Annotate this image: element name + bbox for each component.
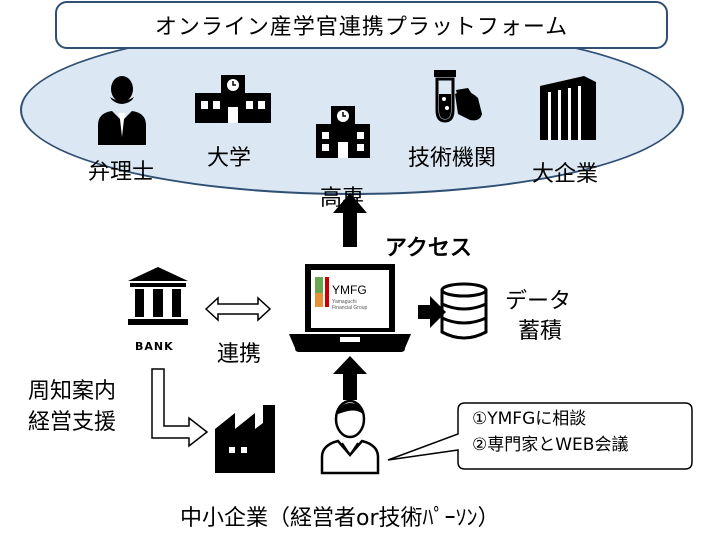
sme-person-icon [320, 399, 380, 475]
label-university: 大学 [207, 146, 252, 171]
ymfg-sub1: Yamaguchi [332, 299, 357, 305]
callout-line1: ①YMFGに相談 [472, 409, 587, 429]
ymfg-sub2: Financial Group [332, 305, 368, 311]
test-tube-icon [434, 70, 482, 123]
kosen-icon [316, 106, 370, 158]
callout-line2: ②専門家とWEB会議 [472, 435, 629, 455]
data-label-line1: データ [505, 289, 572, 314]
laptop-icon [289, 264, 411, 352]
office-building-icon [540, 76, 596, 140]
arrow-up-to-laptop [333, 356, 367, 400]
bent-arrow-icon [151, 368, 209, 448]
bank-link-label: 連携 [217, 342, 262, 367]
label-patent-attorney: 弁理士 [88, 160, 155, 185]
support-label-line2: 経営支援 [28, 410, 117, 435]
label-research-institute: 技術機関 [408, 146, 497, 171]
arrow-up-to-platform [333, 193, 367, 247]
double-arrow-icon [204, 296, 272, 322]
factory-icon [215, 405, 275, 473]
support-label-line1: 周知案内 [28, 379, 117, 404]
university-icon [195, 75, 271, 123]
bank-sign: BANK [135, 340, 174, 353]
platform-title: オンライン産学官連携プラットフォーム [55, 1, 668, 49]
ymfg-brand: YMFG [332, 283, 367, 297]
database-icon [440, 282, 488, 340]
bank-icon [128, 267, 188, 325]
sme-label: 中小企業（経営者or技術ﾊﾟｰｿﾝ） [180, 506, 500, 531]
arrow-right-to-database [418, 296, 446, 328]
ymfg-logo-icon [315, 277, 329, 307]
patent-attorney-icon [98, 76, 146, 145]
platform-title-text: オンライン産学官連携プラットフォーム [154, 15, 569, 40]
speech-bubble [387, 402, 693, 470]
access-label: アクセス [385, 236, 472, 261]
data-label-line2: 蓄積 [518, 319, 563, 344]
label-large-company: 大企業 [532, 162, 599, 187]
